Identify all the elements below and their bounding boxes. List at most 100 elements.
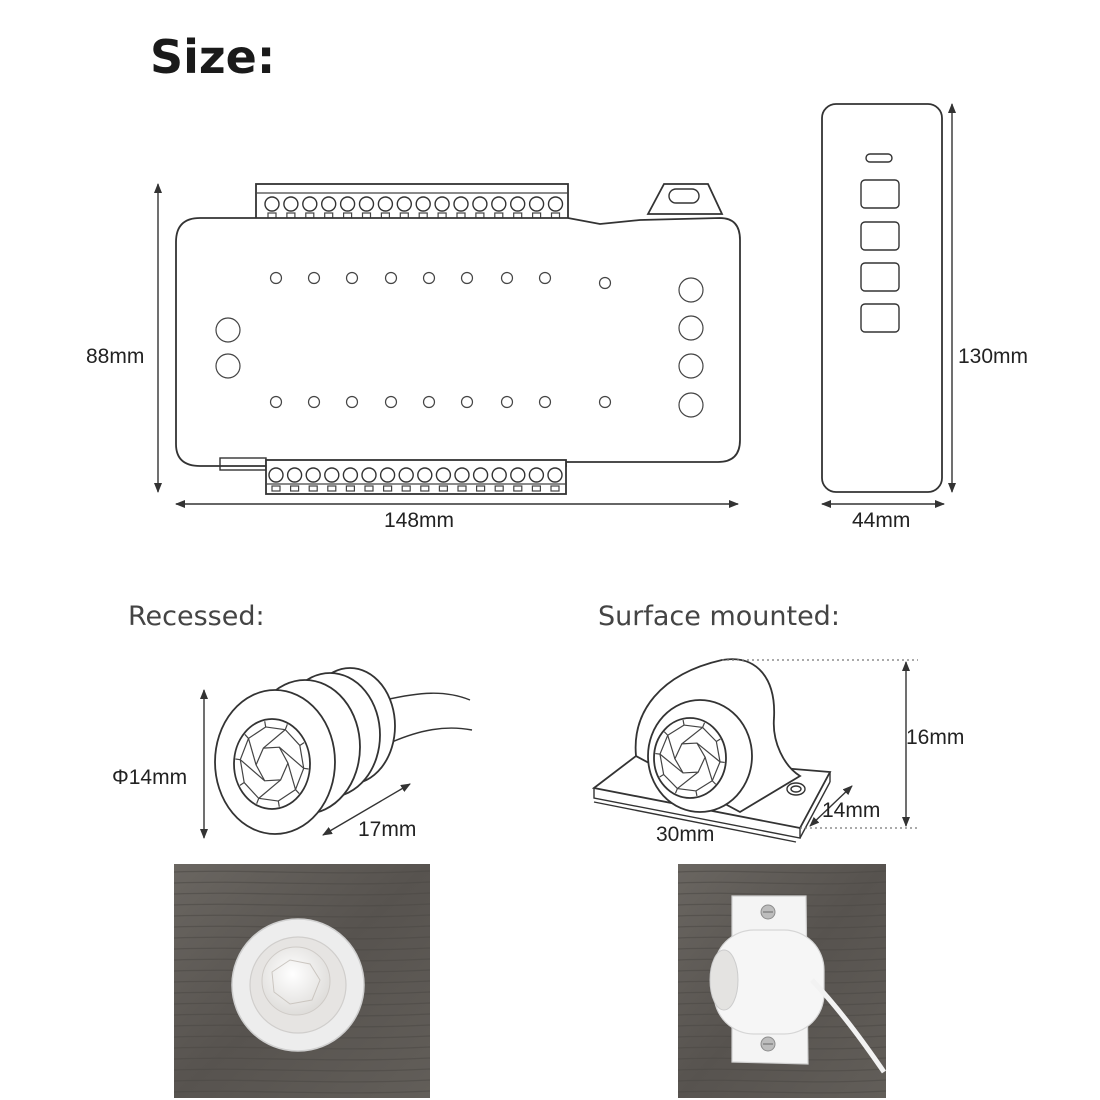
terminal-screw — [264, 196, 280, 212]
terminal-slot — [290, 485, 300, 492]
led-hole — [500, 395, 514, 409]
terminal-slot — [513, 485, 523, 492]
terminal-screw — [491, 196, 507, 212]
remote-body — [821, 103, 943, 493]
led-hole — [538, 271, 552, 285]
recessed-photo — [173, 864, 431, 1098]
terminal-screw — [286, 467, 303, 483]
led-hole — [345, 395, 359, 409]
terminal-screw — [398, 467, 414, 483]
terminal-screw — [434, 196, 450, 212]
terminal-screw — [454, 467, 470, 483]
terminal-slot — [327, 485, 337, 492]
terminal-screw — [472, 196, 488, 212]
remote-indicator — [865, 153, 893, 163]
terminal-slot — [438, 485, 448, 492]
bottom-terminal-block — [265, 459, 567, 495]
led-hole — [460, 395, 474, 409]
top-terminal-block — [255, 183, 569, 221]
led-hole — [384, 395, 398, 409]
terminal-screw — [321, 196, 337, 212]
terminal-slot — [271, 485, 281, 492]
terminal-slot — [401, 485, 411, 492]
terminal-screw — [491, 467, 507, 483]
controller-height-label: 88mm — [86, 345, 144, 368]
terminal-slot — [364, 485, 374, 492]
led-hole — [307, 271, 321, 285]
terminal-slot — [420, 485, 430, 492]
terminal-screw — [342, 467, 359, 483]
controller-drawing — [175, 183, 741, 495]
right-button-1 — [678, 277, 704, 303]
terminal-screw — [305, 467, 321, 483]
led-hole — [422, 395, 436, 409]
remote-button-4 — [860, 303, 900, 333]
led-hole — [307, 395, 321, 409]
recessed-sensor-drawing — [214, 667, 473, 835]
remote-height-label: 130mm — [958, 345, 1028, 368]
remote-width-label: 44mm — [852, 509, 910, 532]
top-terminal-screws — [264, 196, 564, 219]
terminal-slot — [345, 485, 355, 492]
led-hole — [269, 395, 283, 409]
recessed-depth-dimension-line — [322, 783, 411, 836]
controller-width-label: 148mm — [384, 509, 454, 532]
page-title: Size: — [150, 30, 275, 84]
led-hole — [269, 271, 283, 285]
surface-depth-label: 14mm — [822, 799, 880, 822]
terminal-screw — [377, 196, 394, 212]
terminal-screw — [510, 196, 526, 212]
terminal-screw — [528, 196, 545, 212]
terminal-screw — [547, 467, 563, 483]
led-hole — [460, 271, 474, 285]
terminal-screw — [302, 196, 318, 212]
surface-width-label: 30mm — [656, 823, 714, 846]
terminal-slot — [457, 485, 467, 492]
terminal-slot — [531, 485, 542, 492]
terminal-screw — [324, 467, 340, 483]
surface-width-dimension-line — [593, 801, 797, 843]
mounting-ear — [646, 183, 724, 215]
recessed-depth-label: 17mm — [358, 818, 416, 841]
terminal-screw — [283, 196, 299, 212]
surface-photo — [677, 864, 887, 1098]
terminal-slot — [476, 485, 486, 492]
controller-body — [175, 217, 741, 467]
surface-depth-dimension-line — [809, 785, 853, 827]
led-hole — [345, 271, 359, 285]
surface-sensor-drawing — [591, 658, 832, 839]
remote-drawing — [821, 103, 943, 493]
terminal-screw — [358, 196, 375, 212]
led-hole — [500, 271, 514, 285]
terminal-slot — [550, 485, 560, 492]
terminal-screw — [361, 467, 377, 483]
terminal-screw — [510, 467, 526, 483]
terminal-slot — [383, 485, 393, 492]
right-button-3 — [678, 353, 704, 379]
left-button-1 — [215, 317, 241, 343]
terminal-screw — [268, 467, 284, 483]
surface-height-label: 16mm — [906, 726, 964, 749]
led-hole — [598, 395, 612, 409]
terminal-screw — [472, 467, 489, 483]
recessed-heading: Recessed: — [128, 601, 265, 632]
terminal-screw — [379, 467, 396, 483]
led-hole — [384, 271, 398, 285]
led-hole — [598, 276, 612, 290]
terminal-screw — [547, 196, 564, 212]
terminal-screw — [415, 196, 431, 212]
terminal-slot — [308, 485, 318, 492]
terminal-screw — [435, 467, 452, 483]
terminal-screw — [453, 196, 469, 212]
left-button-2 — [215, 353, 241, 379]
terminal-slot — [494, 485, 504, 492]
terminal-screw — [339, 196, 356, 212]
terminal-screw — [396, 196, 412, 212]
terminal-screw — [528, 467, 545, 483]
remote-button-1 — [860, 179, 900, 209]
bottom-terminal-screws — [268, 467, 563, 492]
remote-button-3 — [860, 262, 900, 292]
led-holes — [269, 271, 612, 409]
led-hole — [422, 271, 436, 285]
